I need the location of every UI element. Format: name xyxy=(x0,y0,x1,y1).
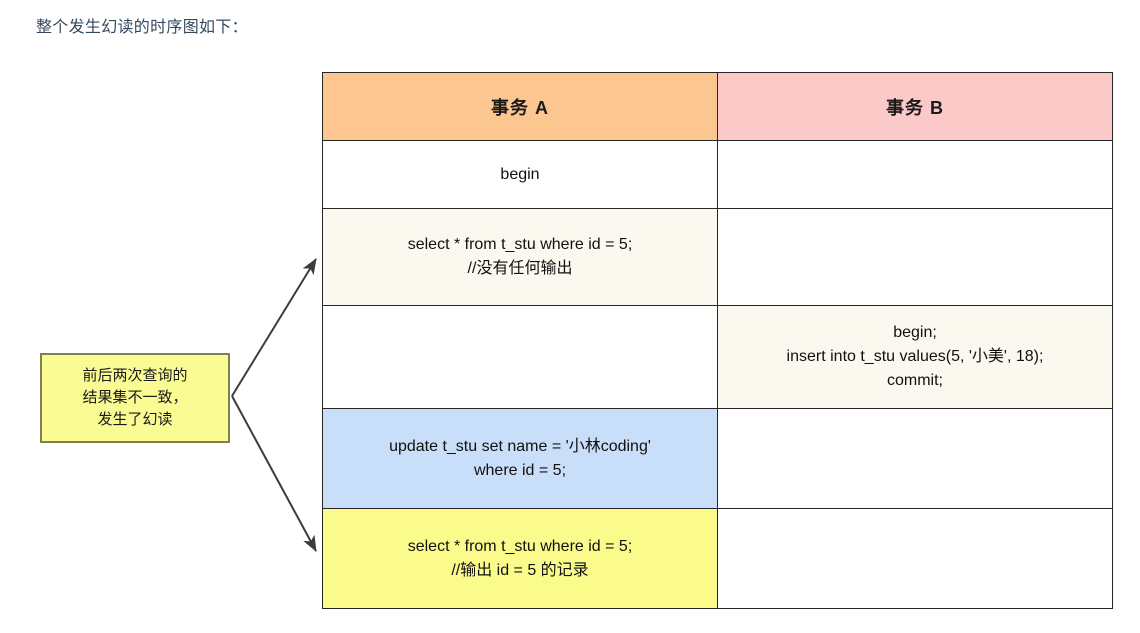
cell-b-empty-3 xyxy=(717,408,1113,509)
table-row: begin xyxy=(322,140,1113,209)
cell-a-select-1: select * from t_stu where id = 5; //没有任何… xyxy=(322,208,718,306)
callout-line-1: 前后两次查询的 xyxy=(82,367,188,384)
cell-text-line: select * from t_stu where id = 5; xyxy=(407,236,633,253)
table-row: select * from t_stu where id = 5; //没有任何… xyxy=(322,208,1113,306)
cell-text-line: update t_stu set name = '小林coding' xyxy=(389,437,651,455)
cell-text-line: insert into t_stu values(5, '小美', 18); xyxy=(786,348,1044,365)
arrow-to-first-select xyxy=(231,258,317,397)
callout-line-3: 发生了幻读 xyxy=(97,411,173,428)
cell-text-line: select * from t_stu where id = 5; xyxy=(407,537,633,555)
table-row: update t_stu set name = '小林coding' where… xyxy=(322,408,1113,509)
cell-text-line: //输出 id = 5 的记录 xyxy=(451,561,589,579)
intro-text: 整个发生幻读的时序图如下： xyxy=(36,19,248,36)
cell-text-line: //没有任何输出 xyxy=(467,260,573,277)
cell-a-update: update t_stu set name = '小林coding' where… xyxy=(322,408,718,509)
cell-a-empty-1 xyxy=(322,305,718,409)
cell-b-empty-4 xyxy=(717,508,1113,609)
arrow-to-second-select xyxy=(231,395,317,552)
cell-b-insert: begin; insert into t_stu values(5, '小美',… xyxy=(717,305,1113,409)
cell-text-line: commit; xyxy=(887,372,943,389)
cell-text-line: begin xyxy=(500,165,540,183)
cell-text-line: begin; xyxy=(893,324,937,341)
cell-a-select-2: select * from t_stu where id = 5; //输出 i… xyxy=(322,508,718,609)
callout-line-2: 结果集不一致， xyxy=(82,389,188,406)
cell-b-empty-1 xyxy=(717,140,1113,209)
cell-a-begin: begin xyxy=(322,140,718,209)
transaction-sequence-table: 事务 A 事务 B begin select * from t_stu wher… xyxy=(322,72,1113,609)
table-row: select * from t_stu where id = 5; //输出 i… xyxy=(322,508,1113,609)
table-row: begin; insert into t_stu values(5, '小美',… xyxy=(322,305,1113,409)
header-transaction-a: 事务 A xyxy=(322,72,718,141)
header-transaction-b: 事务 B xyxy=(717,72,1113,141)
cell-b-empty-2 xyxy=(717,208,1113,306)
phantom-read-callout-box: 前后两次查询的 结果集不一致， 发生了幻读 xyxy=(40,353,230,443)
cell-text-line: where id = 5; xyxy=(473,461,567,479)
table-header-row: 事务 A 事务 B xyxy=(322,72,1113,141)
